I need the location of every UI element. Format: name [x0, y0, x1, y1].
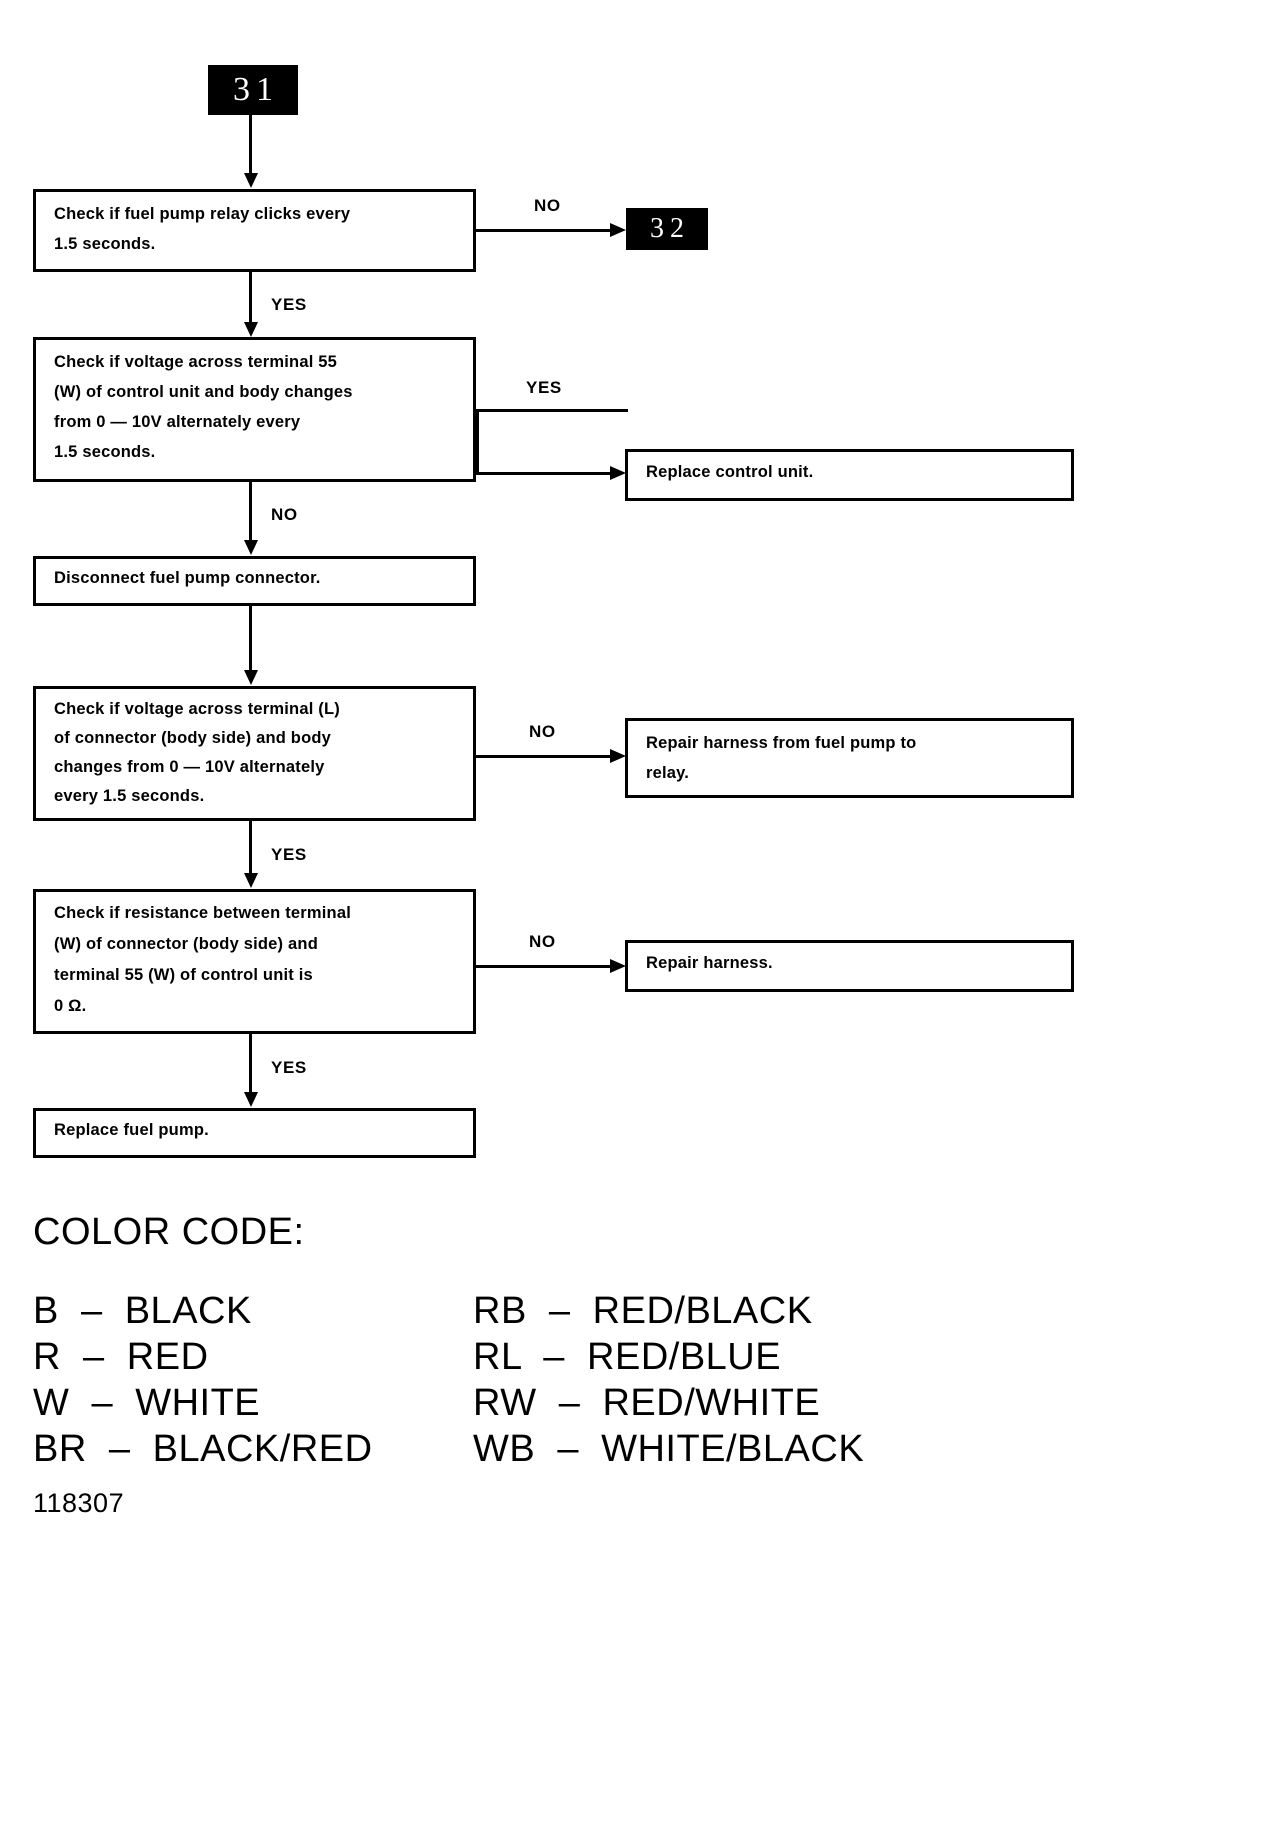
node-check-voltage-terminal-55: Check if voltage across terminal 55 (W) …: [33, 337, 476, 482]
exit-marker-label: 32: [650, 213, 690, 244]
connector-disconnect-to-voltage-l: [249, 606, 252, 674]
connector-resistance-w-no: [476, 965, 616, 968]
entry-marker-31: 31: [208, 65, 298, 115]
branch-label-voltage-l-yes: YES: [271, 845, 307, 864]
connector-voltage-l-no: [476, 755, 616, 758]
node-check-voltage-terminal-l-text: Check if voltage across terminal (L) of …: [54, 700, 340, 805]
color-code-left-column: B – BLACK R – RED W – WHITE BR – BLACK/R…: [33, 1288, 373, 1472]
color-code-title: COLOR CODE:: [33, 1211, 305, 1253]
connector-voltage-55-yes-run: [476, 472, 616, 475]
connector-check-relay-no: [476, 229, 616, 232]
arrowhead-disconnect-to-voltage-l: [244, 670, 258, 685]
branch-label-resistance-w-no: NO: [529, 932, 556, 951]
entry-marker-label: 31: [233, 71, 279, 108]
branch-label-voltage-l-no: NO: [529, 722, 556, 741]
node-check-relay-click-text: Check if fuel pump relay clicks every 1.…: [54, 205, 351, 253]
arrowhead-voltage-l-yes: [244, 873, 258, 888]
connector-voltage-55-yes-drop: [476, 409, 479, 475]
branch-label-resistance-w-yes: YES: [271, 1058, 307, 1077]
color-code-item: RB – RED/BLACK: [473, 1290, 813, 1332]
node-check-resistance-terminal-w: Check if resistance between terminal (W)…: [33, 889, 476, 1034]
color-code-item: B – BLACK: [33, 1290, 252, 1332]
node-check-voltage-terminal-l: Check if voltage across terminal (L) of …: [33, 686, 476, 821]
node-replace-fuel-pump: Replace fuel pump.: [33, 1108, 476, 1158]
document-footer-number: 118307: [33, 1488, 125, 1518]
branch-label-check-relay-yes: YES: [271, 295, 307, 314]
arrowhead-voltage-l-no: [610, 749, 626, 763]
connector-voltage-55-no: [249, 482, 252, 544]
connector-resistance-w-yes: [249, 1034, 252, 1096]
color-code-item: R – RED: [33, 1336, 209, 1378]
color-code-right-column: RB – RED/BLACK RL – RED/BLUE RW – RED/WH…: [473, 1288, 864, 1472]
arrowhead-entry-to-check-relay: [244, 173, 258, 188]
node-replace-control-unit: Replace control unit.: [625, 449, 1074, 501]
color-code-item: RL – RED/BLUE: [473, 1336, 782, 1378]
node-check-voltage-terminal-55-text: Check if voltage across terminal 55 (W) …: [54, 353, 353, 461]
color-code-item: W – WHITE: [33, 1382, 261, 1424]
branch-label-voltage-55-no: NO: [271, 505, 298, 524]
arrowhead-voltage-55-yes: [610, 466, 626, 480]
node-repair-harness-pump-to-relay-text: Repair harness from fuel pump to relay.: [646, 734, 917, 782]
color-code-item: RW – RED/WHITE: [473, 1382, 821, 1424]
connector-check-relay-yes: [249, 272, 252, 326]
arrowhead-voltage-55-no: [244, 540, 258, 555]
branch-label-voltage-55-yes: YES: [526, 378, 562, 397]
node-check-relay-click: Check if fuel pump relay clicks every 1.…: [33, 189, 476, 272]
arrowhead-check-relay-no: [610, 223, 626, 237]
node-disconnect-fuel-pump-connector: Disconnect fuel pump connector.: [33, 556, 476, 606]
node-replace-fuel-pump-text: Replace fuel pump.: [54, 1121, 209, 1139]
connector-voltage-l-yes: [249, 821, 252, 877]
node-check-resistance-terminal-w-text: Check if resistance between terminal (W)…: [54, 904, 351, 1015]
node-repair-harness-text: Repair harness.: [646, 954, 773, 972]
node-repair-harness: Repair harness.: [625, 940, 1074, 992]
node-replace-control-unit-text: Replace control unit.: [646, 463, 814, 481]
arrowhead-resistance-w-no: [610, 959, 626, 973]
arrowhead-check-relay-yes: [244, 322, 258, 337]
branch-label-check-relay-no: NO: [534, 196, 561, 215]
node-repair-harness-pump-to-relay: Repair harness from fuel pump to relay.: [625, 718, 1074, 798]
exit-marker-32: 32: [626, 208, 708, 250]
color-code-item: BR – BLACK/RED: [33, 1428, 373, 1470]
connector-voltage-55-yes: [476, 409, 628, 412]
connector-entry-to-check-relay: [249, 115, 252, 177]
color-code-item: WB – WHITE/BLACK: [473, 1428, 865, 1470]
node-disconnect-fuel-pump-connector-text: Disconnect fuel pump connector.: [54, 569, 321, 587]
arrowhead-resistance-w-yes: [244, 1092, 258, 1107]
